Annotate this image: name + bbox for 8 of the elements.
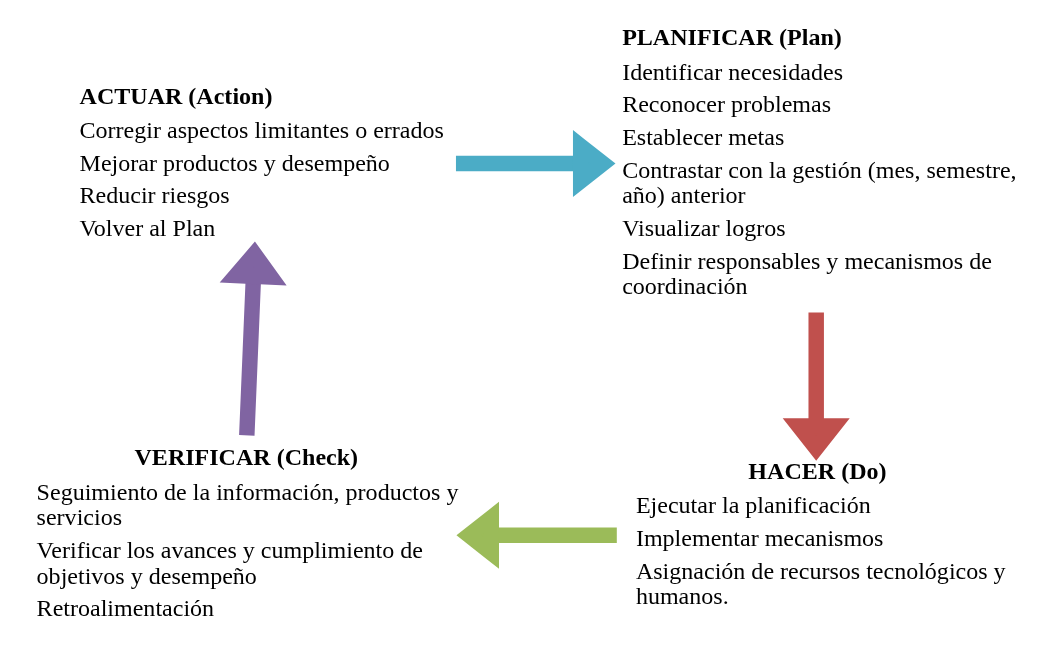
node-text: VERIFICAR (Check) Seguimiento de la información, productos y servicios Verificar los avances y cumplimiento de objetivos y desempeño Retroalimentación xyxy=(36,444,458,622)
node-text: PLANIFICAR (Plan) Identificar necesidades Reconocer problemas Establecer metas Contrastar con la gestión (mes, semestre, año) anterior Visualizar logros Definir responsables y mecanismos de coordinación xyxy=(621,24,1017,300)
arrow xyxy=(455,501,617,569)
node-text: ACTUAR (Action) Corregir aspectos limitantes o errados Mejorar productos y desempeño Reducir riesgos Volver al Plan xyxy=(79,82,444,242)
arrow xyxy=(219,241,287,436)
arrow xyxy=(455,130,615,198)
arrow xyxy=(782,312,850,461)
node-text: HACER (Do) Ejecutar la planificación Implementar mecanismos Asignación de recursos tecnológicos y humanos. xyxy=(635,458,1006,610)
